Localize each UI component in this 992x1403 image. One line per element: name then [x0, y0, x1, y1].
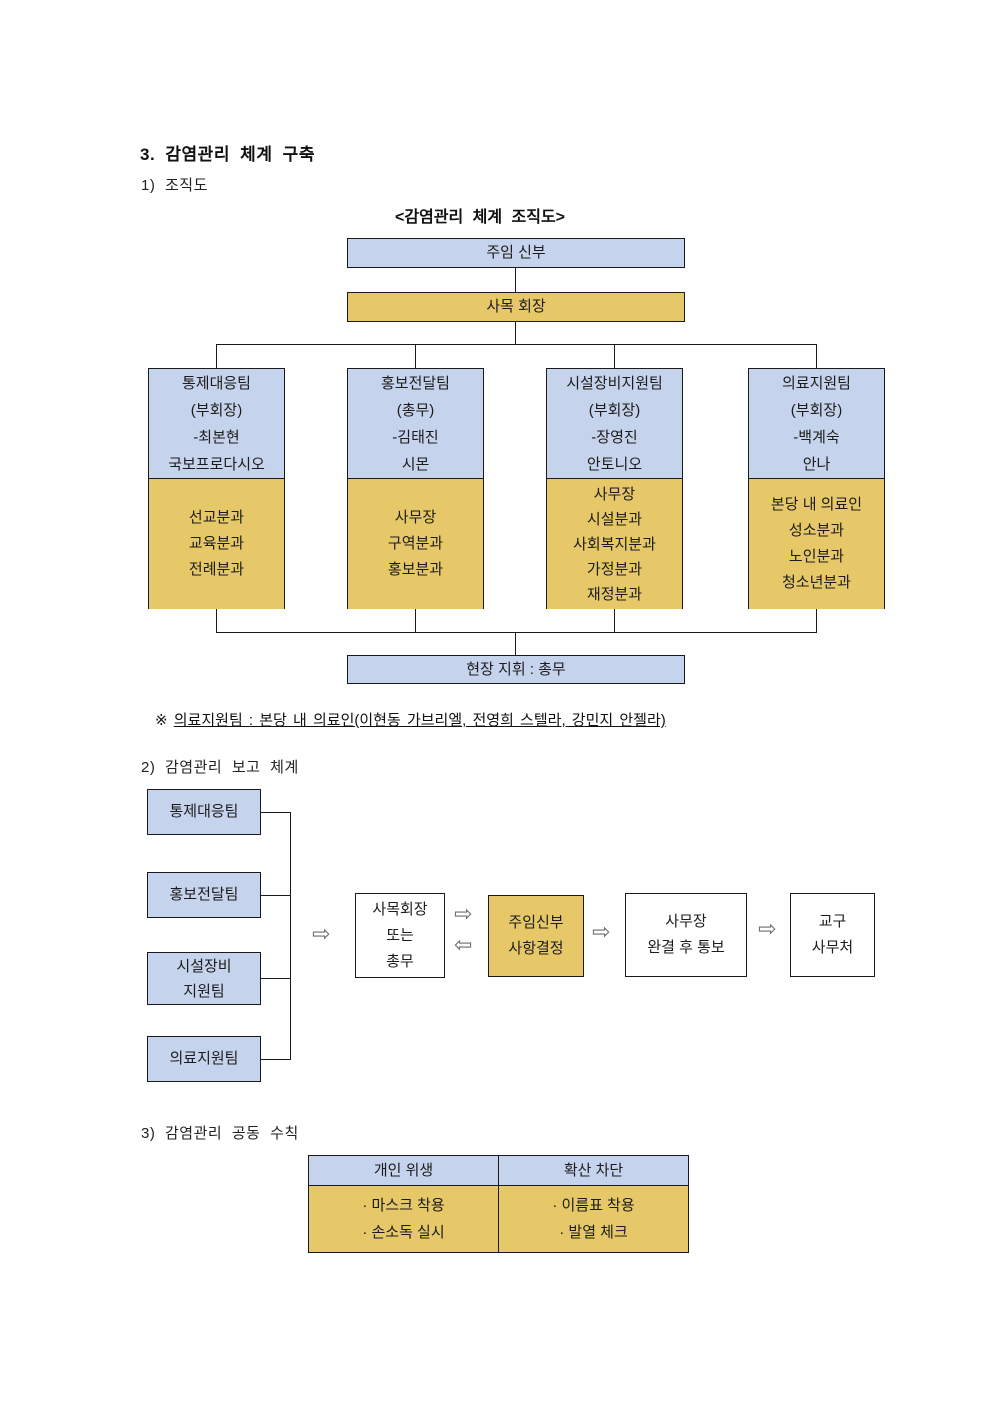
- flow-step-diocese-office: 교구 사무처: [790, 893, 875, 977]
- rules-header-row: 개인 위생 확산 차단: [308, 1155, 689, 1186]
- team-header: 통제대응팀 (부회장) -최본현 국보프로다시오: [149, 369, 284, 479]
- connector-line: [515, 268, 516, 292]
- team-subunits: 선교분과 교육분과 전례분과: [149, 479, 284, 609]
- team-header: 홍보전달팀 (총무) -김태진 시몬: [348, 369, 483, 479]
- team-baptismal-name: 시몬: [401, 455, 430, 473]
- team-role: (부회장): [588, 401, 641, 419]
- connector-line: [614, 344, 615, 368]
- team-subunits: 사무장 시설분과 사회복지분과 가정분과 재정분과: [547, 479, 682, 609]
- team-box-facility-equipment: 시설장비지원팀 (부회장) -장영진 안토니오 사무장 시설분과 사회복지분과 …: [546, 368, 683, 609]
- connector-line: [515, 632, 516, 655]
- connector-line: [614, 609, 615, 632]
- connector-line: [216, 344, 217, 368]
- connector-line: [816, 609, 817, 632]
- connector-line: [216, 632, 817, 633]
- org-box-field-command: 현장 지휘 : 총무: [347, 655, 685, 684]
- connector-line: [216, 609, 217, 632]
- org-box-head-priest: 주임 신부: [347, 238, 685, 268]
- rules-table: 개인 위생 확산 차단 · 마스크 착용 · 손소독 실시 · 이름표 착용 ·…: [308, 1155, 689, 1253]
- rules-header-spread-prevention: 확산 차단: [498, 1155, 689, 1186]
- subsection-1-heading: 1) 조직도: [141, 177, 208, 194]
- team-leader: -김태진: [392, 428, 439, 446]
- connector-line: [415, 609, 416, 632]
- team-box-medical-support: 의료지원팀 (부회장) -백계숙 안나 본당 내 의료인 성소분과 노인분과 청…: [748, 368, 885, 609]
- right-arrow-icon: ⇨: [454, 901, 473, 926]
- org-chart-note: ※ 의료지원팀 : 본당 내 의료인(이현동 가브리엘, 전영희 스텔라, 강민…: [155, 709, 666, 730]
- connector-line: [261, 895, 290, 896]
- connector-line: [216, 344, 817, 345]
- connector-line: [261, 1059, 290, 1060]
- team-role: (부회장): [790, 401, 843, 419]
- right-arrow-icon: ⇨: [592, 919, 611, 944]
- right-arrow-icon: ⇨: [312, 921, 331, 946]
- team-header: 시설장비지원팀 (부회장) -장영진 안토니오: [547, 369, 682, 479]
- flow-step-head-priest-decision: 주임신부 사항결정: [488, 895, 584, 977]
- team-box-publicity: 홍보전달팀 (총무) -김태진 시몬 사무장 구역분과 홍보분과: [347, 368, 484, 609]
- rules-cell-spread-prevention: · 이름표 착용 · 발열 체크: [498, 1185, 689, 1253]
- team-role: (부회장): [190, 401, 243, 419]
- connector-line: [816, 344, 817, 368]
- connector-line: [261, 812, 290, 813]
- team-name: 시설장비지원팀: [566, 374, 663, 392]
- org-chart-title: <감염관리 체계 조직도>: [394, 209, 566, 226]
- rules-body-row: · 마스크 착용 · 손소독 실시 · 이름표 착용 · 발열 체크: [308, 1185, 689, 1253]
- connector-line: [515, 322, 516, 344]
- report-source-publicity: 홍보전달팀: [147, 872, 261, 918]
- right-arrow-icon: ⇨: [758, 916, 777, 941]
- team-leader: -장영진: [591, 428, 638, 446]
- subsection-3-heading: 3) 감염관리 공동 수칙: [141, 1125, 299, 1142]
- team-baptismal-name: 안토니오: [586, 455, 643, 473]
- connector-line: [290, 812, 291, 1060]
- connector-line: [261, 978, 290, 979]
- rules-cell-personal-hygiene: · 마스크 착용 · 손소독 실시: [308, 1185, 499, 1253]
- report-source-control-response: 통제대응팀: [147, 789, 261, 835]
- connector-line: [415, 344, 416, 368]
- subsection-2-heading: 2) 감염관리 보고 체계: [141, 759, 299, 776]
- section-heading: 3. 감염관리 체계 구축: [140, 145, 315, 164]
- team-role: (총무): [396, 401, 435, 419]
- team-name: 통제대응팀: [181, 374, 251, 392]
- team-leader: -최본현: [193, 428, 240, 446]
- org-box-pastoral-chair: 사목 회장: [347, 292, 685, 322]
- team-leader: -백계숙: [793, 428, 840, 446]
- team-baptismal-name: 국보프로다시오: [168, 455, 265, 473]
- team-subunits: 본당 내 의료인 성소분과 노인분과 청소년분과: [749, 479, 884, 609]
- note-text: 의료지원팀 : 본당 내 의료인(이현동 가브리엘, 전영희 스텔라, 강민지 …: [173, 712, 666, 729]
- flow-step-office-manager-notify: 사무장 완결 후 통보: [625, 893, 747, 977]
- team-name: 홍보전달팀: [380, 374, 450, 392]
- report-source-medical-support: 의료지원팀: [147, 1036, 261, 1082]
- team-header: 의료지원팀 (부회장) -백계숙 안나: [749, 369, 884, 479]
- rules-header-personal-hygiene: 개인 위생: [308, 1155, 499, 1186]
- team-name: 의료지원팀: [781, 374, 851, 392]
- report-source-facility-equipment: 시설장비 지원팀: [147, 952, 261, 1005]
- left-arrow-icon: ⇦: [454, 932, 473, 957]
- flow-step-chair-or-secretary: 사목회장 또는 총무: [355, 893, 445, 978]
- team-box-control-response: 통제대응팀 (부회장) -최본현 국보프로다시오 선교분과 교육분과 전례분과: [148, 368, 285, 609]
- team-subunits: 사무장 구역분과 홍보분과: [348, 479, 483, 609]
- team-baptismal-name: 안나: [802, 455, 831, 473]
- note-reference-mark: ※: [155, 712, 174, 729]
